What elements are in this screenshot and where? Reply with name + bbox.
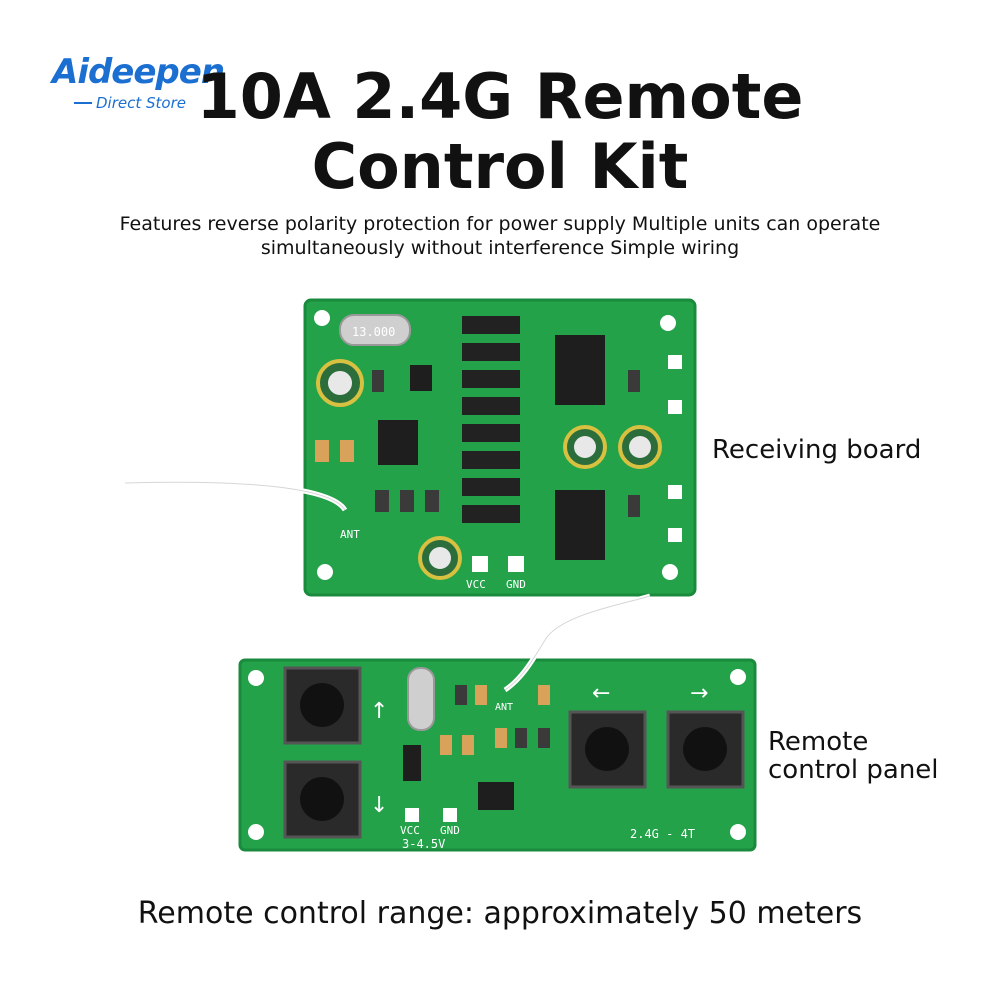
diode: [403, 745, 421, 781]
brand-tagline: Direct Store: [96, 94, 186, 112]
receiver-chip: [378, 420, 418, 465]
arrow-down-icon: ↓: [370, 793, 388, 818]
vcc-pad: [472, 556, 488, 572]
crystal-oscillator: [407, 667, 435, 731]
mount-hole: [730, 669, 746, 685]
mount-hole: [660, 315, 676, 331]
relay-driver-ic: [555, 335, 605, 405]
model-silk: 2.4G - 4T: [630, 827, 695, 841]
arrow-right-icon: →: [690, 681, 708, 706]
remote-panel-board: ↑ ↓ ← → VCC GND 3-4.5V 2.4G - 4T ANT: [238, 593, 757, 852]
button-right: [666, 710, 745, 789]
arrow-left-icon: ←: [592, 681, 610, 706]
remote-vcc-silk: VCC: [400, 824, 420, 837]
gnd-pad: [443, 808, 457, 822]
title-line-2: Control Kit: [311, 130, 689, 203]
remote-gnd-silk: GND: [440, 824, 460, 837]
vcc-pad: [405, 808, 419, 822]
mount-hole: [662, 564, 678, 580]
remote-label-line-2: control panel: [768, 755, 939, 785]
remote-panel-label: Remote control panel: [768, 728, 939, 784]
diode-array: [462, 316, 520, 523]
output-pad: [668, 485, 682, 499]
vcc-silk: VCC: [466, 578, 486, 591]
title-line-1: 10A 2.4G Remote: [196, 60, 804, 133]
mount-hole: [248, 824, 264, 840]
page-title: 10A 2.4G Remote Control Kit: [0, 62, 1000, 202]
voltage-silk: 3-4.5V: [402, 837, 445, 851]
output-pad: [668, 355, 682, 369]
output-pad: [668, 400, 682, 414]
brand-logo: Aideepen Direct Store: [52, 52, 282, 122]
range-caption: Remote control range: approximately 50 m…: [137, 896, 863, 931]
mount-hole: [317, 564, 333, 580]
mount-hole: [730, 824, 746, 840]
mount-hole: [248, 670, 264, 686]
button-left: [568, 710, 647, 789]
brand-divider: [74, 102, 92, 104]
button-down: [283, 760, 362, 839]
regulator: [410, 365, 432, 391]
brand-name: Aideepen: [52, 52, 225, 92]
remote-antenna-silk: ANT: [495, 702, 513, 713]
remote-pcb: [238, 658, 757, 852]
gnd-silk: GND: [506, 578, 526, 591]
relay-driver-ic: [555, 490, 605, 560]
transmitter-chip: [478, 782, 514, 810]
remote-label-line-1: Remote: [768, 727, 869, 757]
receiving-board-label: Receiving board: [712, 435, 922, 465]
gnd-pad: [508, 556, 524, 572]
arrow-up-icon: ↑: [370, 699, 388, 724]
crystal-oscillator: [339, 314, 411, 346]
antenna-silk: ANT: [340, 528, 360, 541]
output-pad: [668, 528, 682, 542]
mount-hole: [314, 310, 330, 326]
receiving-board: 13.000: [124, 298, 697, 597]
feature-description: Features reverse polarity protection for…: [119, 213, 881, 259]
crystal-label: 13.000: [352, 325, 395, 339]
button-up: [283, 666, 362, 745]
